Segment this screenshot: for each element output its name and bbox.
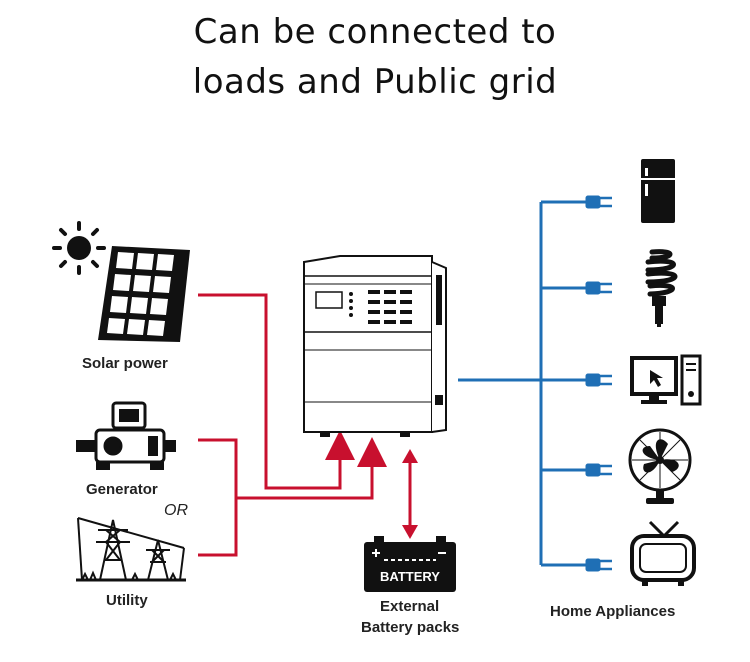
lightbulb-icon — [645, 249, 678, 327]
utility-label: Utility — [106, 592, 148, 609]
battery-icon: BATTERY — [364, 536, 456, 592]
refrigerator-icon — [641, 159, 675, 223]
battery-caption-line-2: Battery packs — [361, 619, 460, 636]
battery-caption-line-1: External — [380, 598, 440, 615]
solar-panel-icon — [98, 246, 190, 342]
title-line-1: Can be connected to — [193, 12, 557, 52]
solar-power-label: Solar power — [82, 355, 168, 372]
home-appliances-label: Home Appliances — [550, 603, 676, 620]
inverter-unit — [303, 255, 447, 437]
fan-icon — [628, 428, 692, 504]
tv-icon — [630, 520, 696, 586]
title-line-2: loads and Public grid — [192, 62, 558, 102]
or-label: OR — [164, 502, 188, 519]
computer-icon — [630, 354, 702, 406]
sun-icon — [52, 221, 106, 275]
plug-icons — [585, 195, 612, 572]
utility-pylon-icon — [76, 517, 186, 582]
output-connection-lines — [458, 200, 588, 567]
battery-label: BATTERY — [380, 569, 440, 584]
generator-icon — [76, 401, 176, 470]
generator-label: Generator — [86, 481, 158, 498]
input-connection-lines — [198, 293, 418, 557]
